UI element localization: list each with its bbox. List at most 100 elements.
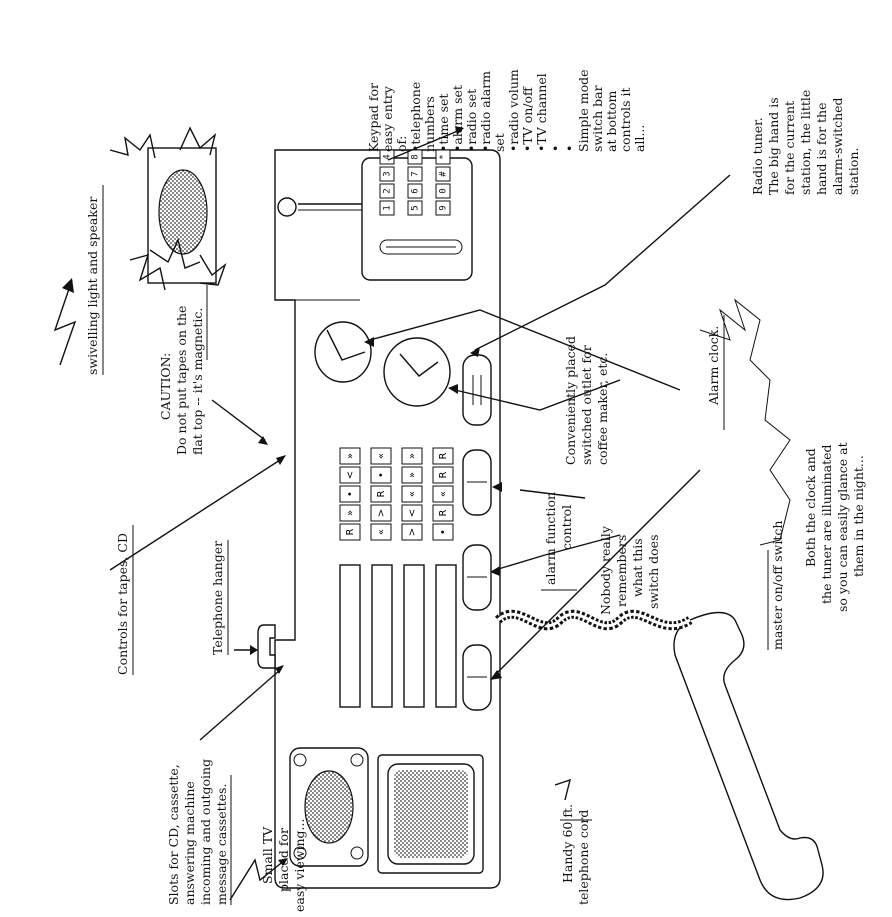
keypad-key-label: 3	[383, 171, 393, 176]
small-tv-line-0: Small TV	[260, 826, 275, 884]
tape-control-button[interactable]: R	[432, 504, 454, 522]
tape-control-button[interactable]: «	[401, 485, 423, 503]
alarm-function-line-1: control	[559, 505, 574, 550]
keypad-line-7: •radio set	[464, 89, 479, 152]
nobody-line-1: remembers	[614, 535, 629, 607]
keypad-line-13: •	[548, 145, 563, 152]
tape-control-symbol: R	[345, 528, 356, 535]
keypad-key-label: 5	[411, 205, 421, 210]
tape-control-button[interactable]: »	[401, 447, 423, 465]
tape-control-button[interactable]: <	[339, 466, 361, 484]
keypad-key-label: 2	[383, 188, 393, 193]
tape-control-button[interactable]: R	[370, 485, 392, 503]
tape-control-button[interactable]: R	[339, 523, 361, 541]
label-swivelling: swivelling light and speaker	[85, 185, 104, 375]
label-controls-tapes-text: Controls for tapes, CD	[115, 533, 130, 675]
radio-tuner-line-0: Radio tuner.	[750, 117, 765, 195]
keypad-key[interactable]: 6	[407, 183, 423, 199]
keypad-line-11: •TV on/off	[520, 86, 535, 152]
keypad-line-16: switch bar	[590, 85, 605, 152]
alarm-function-switch[interactable]	[462, 449, 492, 516]
label-master-text: master on/off switch	[770, 521, 785, 650]
label-controls-tapes: Controls for tapes, CD	[115, 525, 134, 675]
tape-control-symbol: R	[438, 509, 449, 516]
keypad-key-label: 9	[439, 205, 449, 210]
keypad-key[interactable]: 2	[379, 183, 395, 199]
small-tv	[377, 754, 484, 874]
slots-line-0: Slots for CD, cassette,	[166, 764, 181, 905]
tape-control-symbol: <	[407, 509, 418, 517]
keypad-line-10: •radio volum	[506, 69, 521, 152]
tape-control-button[interactable]: •	[432, 523, 454, 541]
both-clock-line-3: them in the night...	[851, 455, 866, 577]
nobody-line-0: Nobody really	[598, 525, 613, 615]
switched-outlet[interactable]	[462, 354, 492, 426]
keypad-line-19: all...	[632, 125, 647, 152]
tape-control-button[interactable]: «	[370, 523, 392, 541]
tape-control-button[interactable]: «	[432, 485, 454, 503]
keypad-key-label: 1	[383, 205, 393, 210]
tape-control-button[interactable]: R	[432, 447, 454, 465]
tape-control-button[interactable]: »	[339, 504, 361, 522]
keypad: 1 2 3 4 5 6 7 8 9 0 # *	[361, 149, 473, 281]
keypad-line-9: set	[492, 133, 507, 152]
tape-control-symbol: »	[345, 510, 356, 516]
radio-tuner-line-4: hand is for the	[814, 103, 829, 196]
keypad-key[interactable]: 3	[379, 166, 395, 182]
tape-control-symbol: »	[407, 453, 418, 459]
tape-control-symbol: <	[345, 471, 356, 479]
keypad-key-label: 4	[383, 154, 393, 159]
master-switch[interactable]	[462, 644, 492, 711]
tape-control-button[interactable]: •	[370, 466, 392, 484]
label-handy-cord: Handy 60 ft. telephone cord	[560, 804, 592, 905]
label-alarm-clock-text: Alarm clock.	[706, 326, 721, 406]
keypad-line-0: Keypad for	[366, 83, 381, 152]
keypad-key[interactable]: *	[435, 149, 451, 165]
keypad-key[interactable]: 0	[435, 183, 451, 199]
keypad-line-1: easy entry	[380, 85, 395, 152]
keypad-key[interactable]: 7	[407, 166, 423, 182]
keypad-key-label: 0	[439, 188, 449, 193]
keypad-key[interactable]: 9	[435, 200, 451, 216]
mystery-switch[interactable]	[462, 544, 492, 611]
radio-tuner-line-1: The big hand is	[766, 97, 781, 195]
tape-control-button[interactable]: »	[401, 466, 423, 484]
tape-control-button[interactable]: «	[370, 447, 392, 465]
tape-controls[interactable]: R»•<»«>R•«><«»»•R«RR	[339, 447, 454, 541]
tape-control-button[interactable]: >	[370, 504, 392, 522]
keypad-key[interactable]: #	[435, 166, 451, 182]
alarm-function-line-0: alarm function	[543, 492, 558, 585]
outlet-line-0: Conveniently placed	[563, 336, 578, 465]
keypad-key-label: #	[439, 171, 449, 177]
radio-tuner-line-6: station.	[846, 148, 861, 195]
tape-control-symbol: R	[438, 452, 449, 459]
handy-cord-line-0: Handy 60 ft.	[560, 804, 575, 883]
body-speaker	[289, 747, 369, 867]
tape-control-symbol: «	[438, 491, 449, 497]
label-swivelling-text: swivelling light and speaker	[85, 197, 100, 375]
label-keypad: Keypad for easy entry of: •telephone num…	[366, 69, 647, 152]
tape-control-button[interactable]: •	[339, 485, 361, 503]
label-alarm-function: alarm function control	[541, 492, 577, 591]
keypad-line-5: •time set	[436, 94, 451, 152]
keypad-line-2: of:	[394, 136, 409, 152]
keypad-key-label: 6	[411, 188, 421, 193]
tape-control-symbol: «	[376, 453, 387, 459]
keypad-key[interactable]: 5	[407, 200, 423, 216]
radio-tuner-line-3: station, the little	[798, 90, 813, 195]
keypad-key-label: 8	[411, 154, 421, 159]
handy-cord-line-1: telephone cord	[576, 810, 591, 905]
keypad-line-17: at bottom	[604, 90, 619, 152]
tape-control-button[interactable]: R	[432, 466, 454, 484]
mode-switch-bar[interactable]	[379, 239, 463, 255]
keypad-key[interactable]: 1	[379, 200, 395, 216]
small-tv-line-1: placed for	[276, 828, 291, 892]
tape-control-symbol: »	[407, 472, 418, 478]
keypad-key[interactable]: 8	[407, 149, 423, 165]
tape-control-button[interactable]: <	[401, 504, 423, 522]
label-caution: CAUTION: Do not put tapes on the flat to…	[158, 285, 208, 455]
tape-control-button[interactable]: »	[339, 447, 361, 465]
keypad-key-label: 7	[411, 171, 421, 176]
tape-control-button[interactable]: >	[401, 523, 423, 541]
caution-line-2: flat top -- it's magnetic.	[190, 308, 205, 455]
